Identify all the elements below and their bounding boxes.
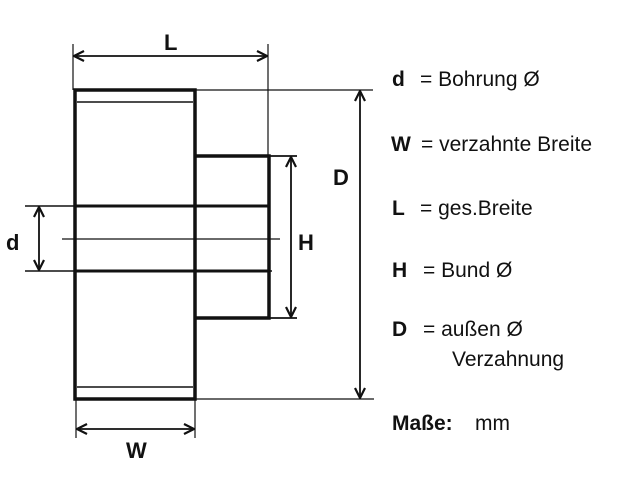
dimension-label-W: W bbox=[126, 438, 147, 463]
units-label: Maße: bbox=[392, 412, 453, 435]
legend-symbol-D: D bbox=[392, 318, 407, 341]
hub bbox=[195, 154, 271, 320]
dimension-label-L: L bbox=[164, 30, 177, 55]
gear-drawing bbox=[25, 44, 374, 438]
dimension-label-d: d bbox=[6, 230, 19, 255]
units-value: mm bbox=[475, 412, 510, 435]
legend-text-W: = verzahnte Breite bbox=[421, 133, 592, 156]
legend-symbol-L: L bbox=[392, 197, 405, 220]
legend-text-D: = außen Ø bbox=[423, 318, 523, 341]
legend-symbol-W: W bbox=[391, 133, 411, 156]
legend-text-d: = Bohrung Ø bbox=[420, 68, 540, 91]
legend-symbol-H: H bbox=[392, 259, 407, 282]
legend-symbol-d: d bbox=[392, 68, 405, 91]
legend: d = Bohrung Ø W = verzahnte Breite L = g… bbox=[391, 68, 592, 435]
dimension-label-H: H bbox=[298, 230, 314, 255]
gear-body bbox=[73, 88, 197, 401]
legend-text-D-continuation: Verzahnung bbox=[452, 348, 564, 371]
dimension-label-D: D bbox=[333, 165, 349, 190]
legend-text-L: = ges.Breite bbox=[420, 197, 533, 220]
legend-text-H: = Bund Ø bbox=[423, 259, 512, 282]
